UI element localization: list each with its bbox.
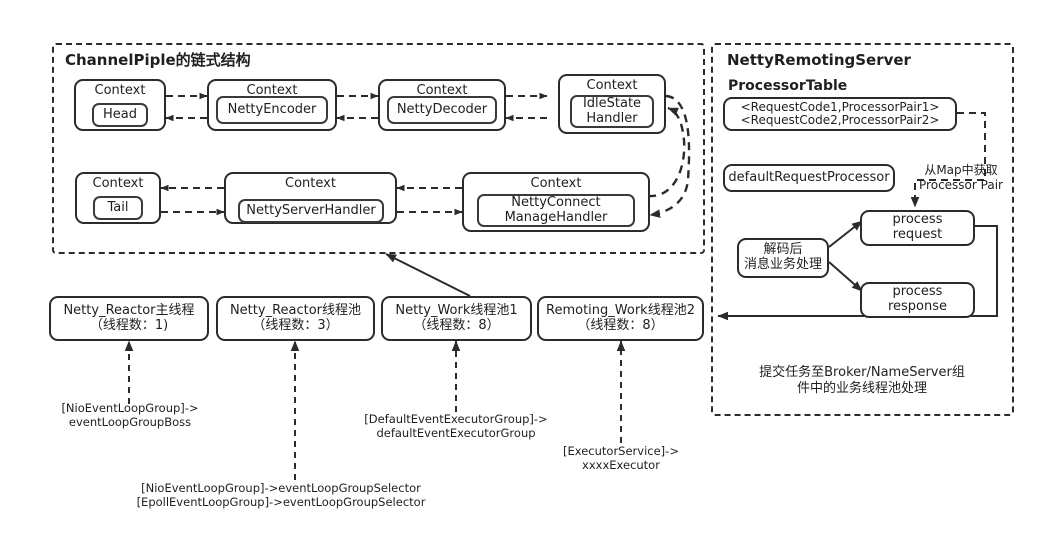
- thread-pool-remoting-work-2-line1: Remoting_Work线程池2: [546, 302, 695, 318]
- channel-pipeline-title: ChannelPiple的链式结构: [62, 49, 254, 70]
- handler-box-encoder: NettyEncoder: [216, 96, 328, 124]
- map-fetch-note: 从Map中获取 Processor Pair: [919, 163, 1003, 192]
- annotation-boss-note: [NioEventLoopGroup]-> eventLoopGroupBoss: [61, 401, 199, 430]
- handler-box-head: Head: [92, 103, 148, 127]
- thread-pool-reactor-main-line2: （线程数：1): [89, 317, 169, 333]
- thread-pool-reactor-pool-line1: Netty_Reactor线程池: [229, 302, 362, 318]
- thread-pool-reactor-pool: Netty_Reactor线程池 （线程数：3）: [216, 296, 375, 341]
- annotation-selector-note: [NioEventLoopGroup]->eventLoopGroupSelec…: [136, 481, 426, 510]
- decode-process-box: 解码后 消息业务处理: [737, 238, 829, 278]
- context-label-encoder: Context: [246, 83, 298, 98]
- thread-pool-remoting-work-2-line2: （线程数：8）: [577, 317, 664, 333]
- annotation-default-executor-note: [DefaultEventExecutorGroup]-> defaultEve…: [364, 412, 548, 441]
- process-response-box: process response: [860, 282, 975, 318]
- default-request-processor-box: defaultRequestProcessor: [723, 164, 895, 192]
- arrow-workpool-to-pipeline: [385, 253, 471, 297]
- context-label-tail: Context: [92, 176, 144, 191]
- context-label-decoder: Context: [416, 83, 468, 98]
- handler-box-decoder: NettyDecoder: [387, 96, 497, 124]
- thread-pool-reactor-main-line1: Netty_Reactor主线程: [63, 302, 195, 318]
- context-label-connmanage: Context: [530, 176, 582, 191]
- handler-box-idlestate: IdleState Handler: [570, 95, 654, 128]
- channel-pipeline-region: [52, 43, 705, 254]
- thread-pool-netty-work-1-line2: （线程数：8）: [413, 317, 500, 333]
- thread-pool-remoting-work-2: Remoting_Work线程池2 （线程数：8）: [537, 296, 704, 341]
- netty-remoting-server-title: NettyRemotingServer: [727, 51, 911, 69]
- thread-pool-netty-work-1-line1: Netty_Work线程池1: [395, 302, 518, 318]
- handler-box-connmanage: NettyConnect ManageHandler: [477, 194, 635, 227]
- handler-box-serverhandler: NettyServerHandler: [238, 199, 384, 223]
- context-label-idlestate: Context: [586, 78, 638, 93]
- thread-pool-reactor-pool-line2: （线程数：3）: [252, 317, 339, 333]
- context-label-serverhandler: Context: [285, 176, 336, 191]
- processor-table-title: ProcessorTable: [728, 78, 848, 94]
- handler-box-tail: Tail: [93, 196, 143, 220]
- thread-pool-netty-work-1: Netty_Work线程池1 （线程数：8）: [381, 296, 532, 341]
- context-label-head: Context: [94, 83, 146, 98]
- process-request-box: process request: [860, 210, 975, 246]
- thread-pool-reactor-main: Netty_Reactor主线程 （线程数：1): [49, 296, 209, 341]
- broker-nameserver-note: 提交任务至Broker/NameServer组 件中的业务线程池处理: [759, 365, 965, 397]
- annotation-executor-service-note: [ExecutorService]-> xxxxExecutor: [563, 444, 679, 473]
- processor-table-entries: <RequestCode1,ProcessorPair1> <RequestCo…: [723, 97, 957, 131]
- netty-remoting-server-region: [711, 43, 1014, 416]
